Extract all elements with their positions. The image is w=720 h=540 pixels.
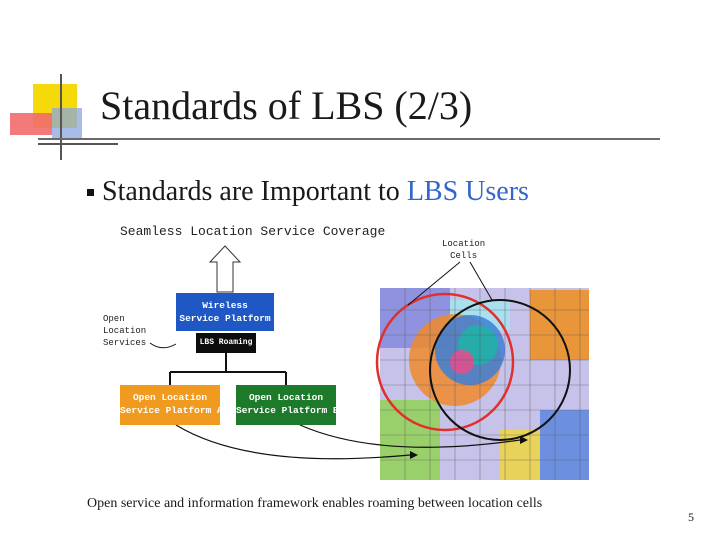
platform-b-line1: Open Location xyxy=(248,392,324,403)
open-services-pointer xyxy=(149,342,177,349)
location-cell-black xyxy=(429,299,571,441)
wsp-line2: Service Platform xyxy=(179,313,271,324)
bullet-text: Standards are Important to LBS Users xyxy=(102,176,529,208)
cells-pointer-right xyxy=(469,261,493,301)
coverage-up-arrow xyxy=(208,245,242,293)
bullet-highlight: LBS Users xyxy=(406,176,529,207)
wsp-line1: Wireless xyxy=(202,300,248,311)
lbs-roaming-box: LBS Roaming xyxy=(196,333,256,353)
platform-b-box: Open Location Service Platform B xyxy=(236,385,336,425)
roaming-arrowhead-a xyxy=(410,451,418,459)
bullet-marker xyxy=(87,189,94,196)
cells-pointer-left xyxy=(407,261,461,306)
logo-blue-square xyxy=(52,108,82,138)
platform-b-line2: Service Platform B xyxy=(236,405,336,416)
location-cell-red xyxy=(375,292,515,432)
open-services-line2: Location xyxy=(103,326,147,336)
open-location-services-label: Open Location Services xyxy=(103,313,146,349)
roaming-arrowhead-b xyxy=(520,436,528,444)
logo-vertical-line xyxy=(60,74,62,160)
cells-label-line1: Location xyxy=(442,239,486,249)
platform-a-line1: Open Location xyxy=(132,392,208,403)
slide-title: Standards of LBS (2/3) xyxy=(100,83,473,128)
location-cells-label: Location Cells xyxy=(442,238,485,262)
roaming-arrow-b xyxy=(299,424,521,448)
platform-a-line2: Service Platform A xyxy=(120,405,220,416)
title-divider xyxy=(38,138,660,140)
wireless-service-platform-box: Wireless Service Platform xyxy=(176,293,274,331)
open-services-line3: Services xyxy=(103,338,147,348)
roaming-arrow-a xyxy=(175,424,411,460)
page-number: 5 xyxy=(688,510,694,524)
coverage-map xyxy=(380,288,589,480)
cells-label-line2: Cells xyxy=(450,251,478,261)
open-services-line1: Open xyxy=(103,314,125,324)
diagram-caption: Open service and information framework e… xyxy=(87,496,543,511)
bullet-prefix: Standards are Important to xyxy=(102,176,407,207)
logo-red-bar xyxy=(10,113,52,135)
diagram-title: Seamless Location Service Coverage xyxy=(120,224,386,239)
logo-horizontal-line xyxy=(38,143,118,145)
platform-a-box: Open Location Service Platform A xyxy=(120,385,220,425)
